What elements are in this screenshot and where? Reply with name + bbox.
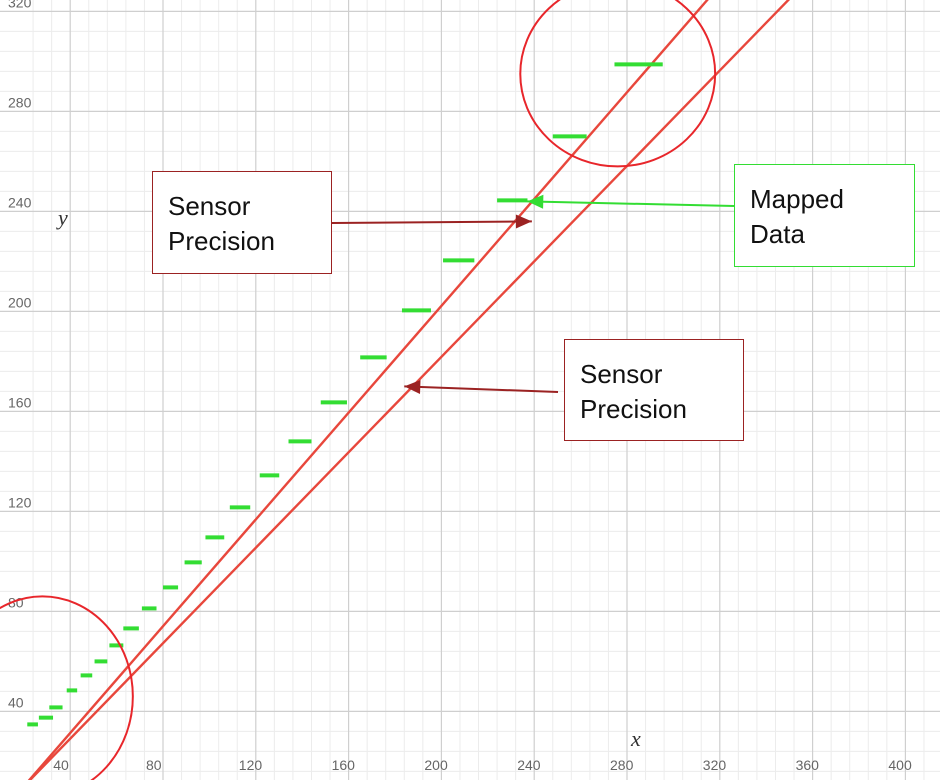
highlight-circle (519, 0, 717, 168)
x-tick-label: 40 (53, 757, 69, 773)
y-axis-label: y (56, 205, 68, 230)
callout-line: Mapped (750, 184, 844, 214)
y-tick-label: 320 (8, 0, 32, 10)
annotation-arrow (527, 194, 735, 209)
callout-line: Sensor (580, 359, 663, 389)
callout-line: Sensor (168, 191, 251, 221)
x-tick-label: 200 (424, 757, 448, 773)
precision-bound-line (27, 0, 709, 780)
mapped-data-callout: Mapped Data (734, 164, 915, 267)
sensor-precision-callout-upper: Sensor Precision (152, 171, 332, 274)
x-tick-label: 360 (796, 757, 820, 773)
y-tick-label: 280 (8, 94, 32, 110)
arrow-head (515, 214, 532, 229)
highlight-circle (0, 595, 134, 780)
x-tick-label: 120 (239, 757, 263, 773)
precision-bound-lines (27, 0, 791, 780)
x-tick-label: 280 (610, 757, 634, 773)
arrow-head (527, 194, 544, 209)
x-tick-label: 240 (517, 757, 541, 773)
arrow-shaft (527, 200, 735, 207)
x-tick-label: 160 (332, 757, 356, 773)
y-tick-label: 40 (8, 694, 24, 710)
x-tick-label: 320 (703, 757, 727, 773)
annotation-arrows (331, 194, 735, 394)
callout-line: Precision (580, 394, 687, 424)
arrow-shaft (404, 385, 559, 393)
arrow-head (404, 379, 421, 394)
y-tick-label: 120 (8, 494, 32, 510)
callout-line: Data (750, 219, 805, 249)
precision-bound-line (28, 0, 791, 780)
tick-labels: 40 80 120 160 200 240 280 320 360 400 40 80 120 160 20… (8, 0, 912, 773)
mapped-data-segments (27, 62, 663, 727)
arrow-shaft (331, 220, 532, 224)
y-tick-label: 80 (8, 594, 24, 610)
x-tick-label: 400 (888, 757, 912, 773)
sensor-precision-callout-lower: Sensor Precision (564, 339, 744, 441)
x-tick-label: 80 (146, 757, 162, 773)
x-axis-label: x (630, 726, 641, 751)
callout-line: Precision (168, 226, 275, 256)
annotation-arrow (331, 214, 532, 229)
annotation-arrow (404, 379, 559, 394)
y-tick-label: 200 (8, 294, 32, 310)
y-tick-label: 160 (8, 394, 32, 410)
highlight-circles (0, 0, 717, 780)
y-tick-label: 240 (8, 194, 32, 210)
